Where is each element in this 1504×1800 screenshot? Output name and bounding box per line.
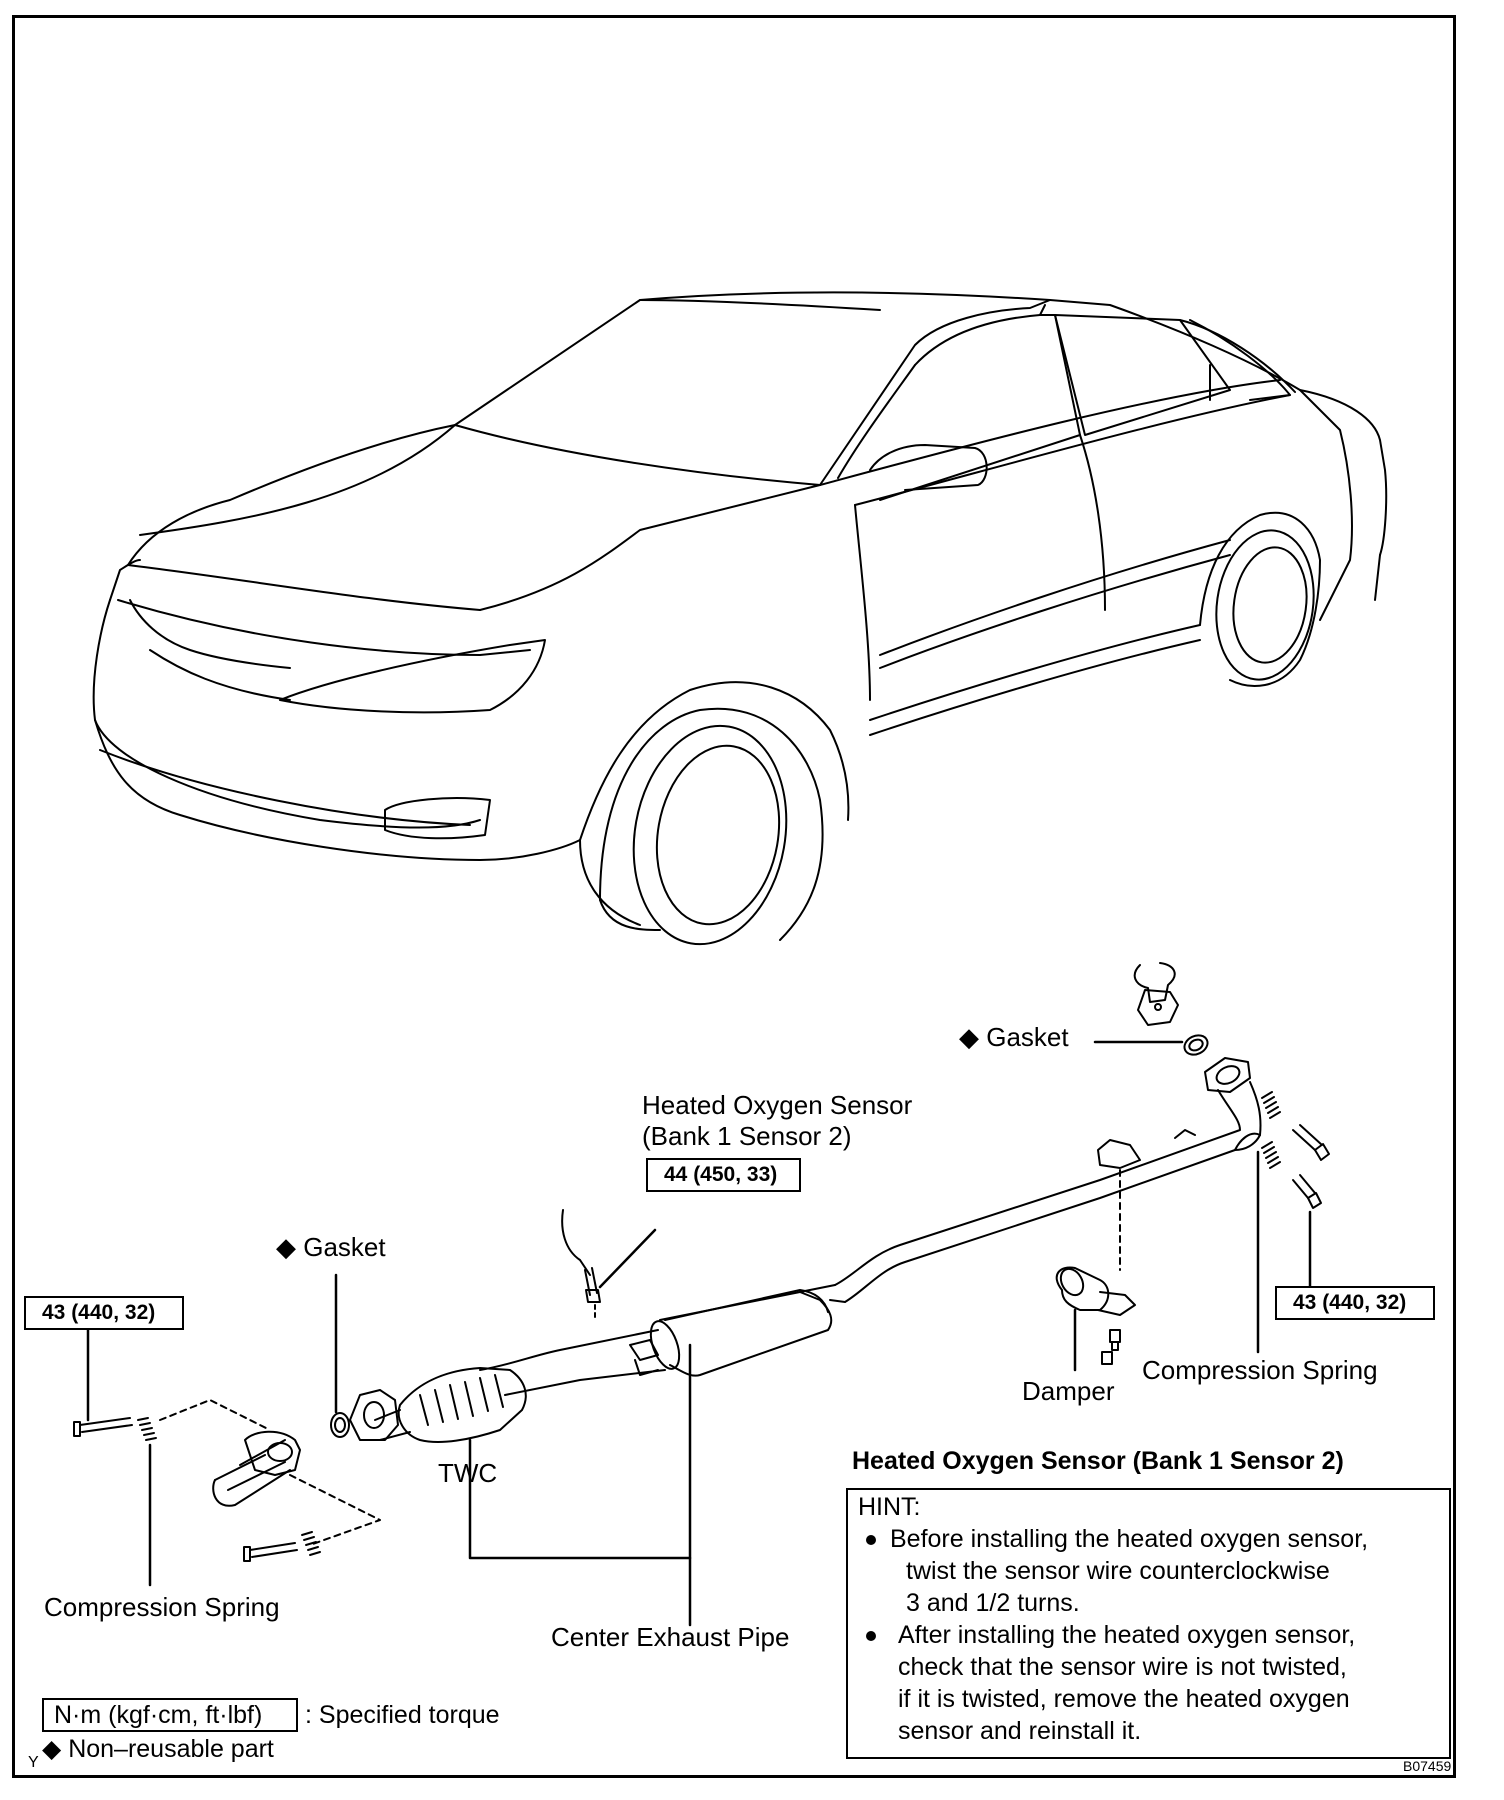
leader-lines (86, 1040, 1312, 1627)
hint-item1-line2: twist the sensor wire counterclockwise (906, 1557, 1330, 1585)
diamond-icon: ◆ (276, 1232, 296, 1262)
hint-title: Heated Oxygen Sensor (Bank 1 Sensor 2) (852, 1447, 1344, 1475)
twc-label: TWC (438, 1458, 498, 1488)
nonreusable-legend: ◆ Non–reusable part (42, 1735, 274, 1763)
diamond-icon: ◆ (959, 1022, 979, 1052)
exhaust-system (73, 962, 1330, 1562)
bullet-icon (866, 1631, 876, 1641)
spring-right-top (1261, 1091, 1281, 1119)
hint-box: HINT: Before installing the heated oxyge… (846, 1488, 1451, 1759)
figure-code: B07459 (1403, 1758, 1452, 1774)
hint-heading: HINT: (858, 1493, 921, 1521)
car-illustration (92, 291, 1388, 946)
diagram-frame (12, 15, 1456, 1778)
torque-sensor-box: 44 (450, 33) (646, 1158, 801, 1192)
center-exhaust-pipe-label: Center Exhaust Pipe (551, 1622, 790, 1652)
hint-item2-line2: check that the sensor wire is not twiste… (898, 1653, 1347, 1681)
hint-item2-line3: if it is twisted, remove the heated oxyg… (898, 1685, 1350, 1713)
corner-mark: Y (28, 1754, 39, 1771)
hint-item2-line4: sensor and reinstall it. (898, 1717, 1142, 1745)
torque-left-box: 43 (440, 32) (24, 1296, 184, 1330)
compression-spring-left-label: Compression Spring (44, 1592, 280, 1622)
torque-legend-desc: : Specified torque (305, 1701, 500, 1729)
oxygen-sensor-label-line1: Heated Oxygen Sensor (642, 1090, 913, 1120)
damper-label: Damper (1022, 1376, 1115, 1406)
diamond-icon: ◆ (42, 1735, 62, 1763)
torque-unit-box: N·m (kgf·cm, ft·lbf) (42, 1698, 298, 1732)
hint-item1-line3: 3 and 1/2 turns. (906, 1589, 1080, 1617)
hint-item2-line1: After installing the heated oxygen senso… (898, 1621, 1356, 1649)
spring-right-bottom (1261, 1141, 1281, 1169)
gasket-left-label: ◆ Gasket (276, 1232, 386, 1262)
compression-spring-right-label: Compression Spring (1142, 1355, 1378, 1385)
hint-item1-line1: Before installing the heated oxygen sens… (890, 1525, 1369, 1553)
bullet-icon (866, 1535, 876, 1545)
oxygen-sensor-label-line2: (Bank 1 Sensor 2) (642, 1121, 852, 1151)
torque-right-box: 43 (440, 32) (1275, 1286, 1435, 1320)
gasket-top-label: ◆ Gasket (959, 1022, 1069, 1052)
